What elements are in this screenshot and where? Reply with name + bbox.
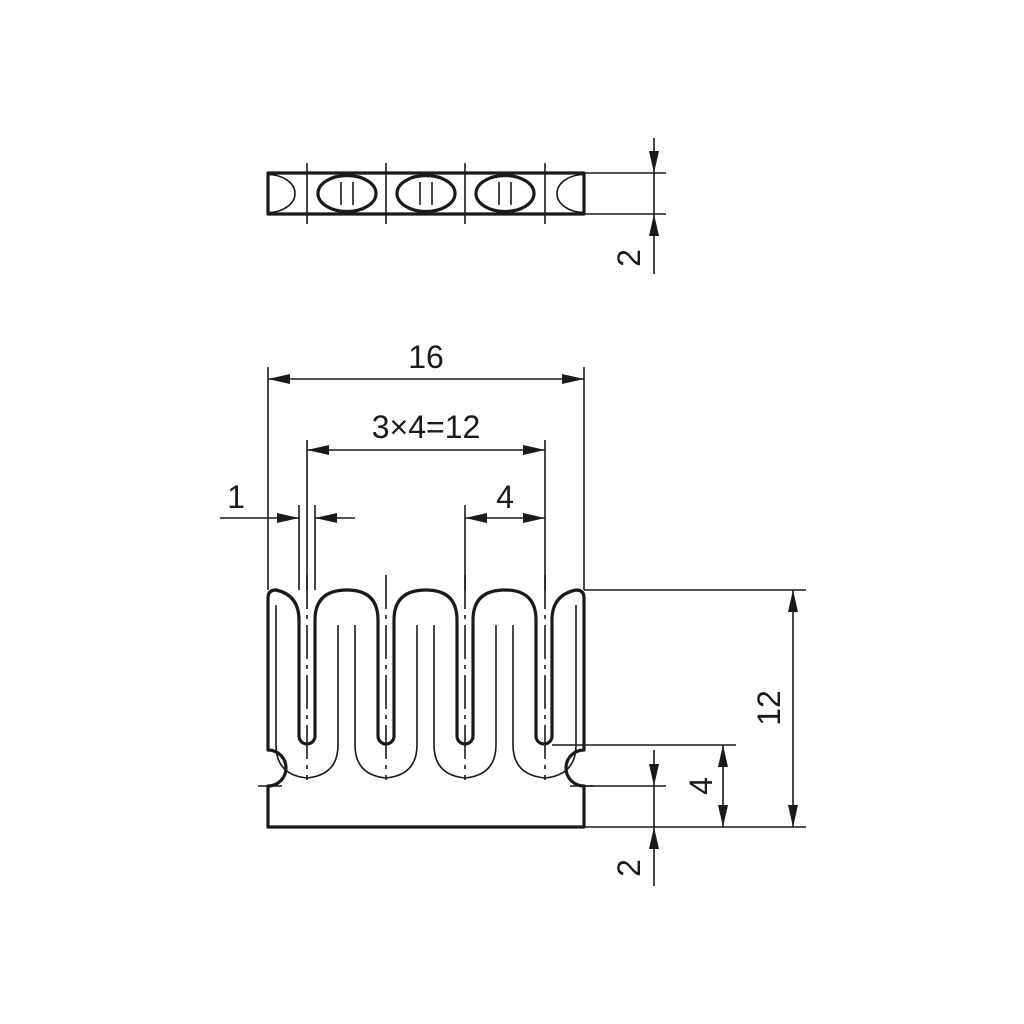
dimensions: 16 3×4=12 1 4 12 4 [220,339,806,886]
top-view: 2 [266,138,666,274]
top-view-loops [268,173,584,214]
pitch-label: 4 [496,479,514,515]
overall-width-label: 16 [408,339,444,375]
height-label: 12 [751,690,787,726]
top-view-outline [266,171,586,216]
front-view [258,575,594,829]
base-thickness-label: 2 [611,859,647,877]
slot-width-label: 1 [227,479,245,515]
slot-bottom-offset-label: 4 [683,777,719,795]
front-view-outline [266,588,586,829]
top-thickness-label: 2 [611,249,647,267]
pitch-total-label: 3×4=12 [372,409,481,445]
